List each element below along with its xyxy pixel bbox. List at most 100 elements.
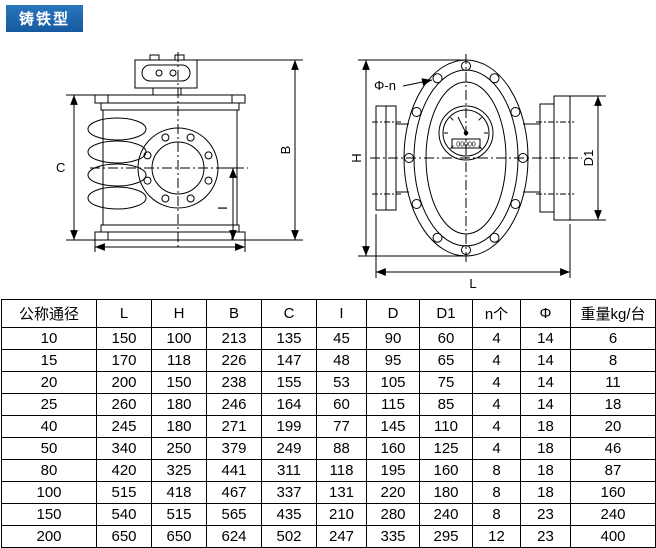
column-header: B	[206, 299, 262, 328]
column-header: 公称通径	[1, 299, 97, 328]
table-cell: 220	[366, 481, 420, 504]
dim-label-i: I	[215, 206, 230, 210]
table-cell: 337	[261, 481, 317, 504]
column-header: Φ	[520, 299, 571, 328]
table-cell: 115	[366, 393, 420, 416]
column-header: H	[151, 299, 207, 328]
table-cell: 180	[151, 393, 207, 416]
table-cell: 260	[96, 393, 152, 416]
table-cell: 240	[570, 503, 656, 526]
table-cell: 271	[206, 415, 262, 438]
table-cell: 150	[151, 371, 207, 394]
table-cell: 8	[472, 503, 521, 526]
table-cell: 48	[316, 349, 367, 372]
table-cell: 18	[520, 481, 571, 504]
table-cell: 95	[366, 349, 420, 372]
table-cell: 85	[419, 393, 473, 416]
table-cell: 10	[1, 327, 97, 350]
column-header: I	[316, 299, 367, 328]
table-cell: 125	[419, 437, 473, 460]
table-cell: 247	[316, 525, 367, 548]
table-cell: 88	[316, 437, 367, 460]
table-cell: 650	[151, 525, 207, 548]
table-cell: 4	[472, 393, 521, 416]
dim-label-l: L	[469, 276, 476, 291]
table-cell: 23	[520, 525, 571, 548]
table-cell: 280	[366, 503, 420, 526]
table-cell: 8	[472, 459, 521, 482]
table-cell: 100	[1, 481, 97, 504]
table-cell: 624	[206, 525, 262, 548]
table-cell: 100	[151, 327, 207, 350]
table-cell: 45	[316, 327, 367, 350]
table-cell: 25	[1, 393, 97, 416]
table-cell: 18	[520, 415, 571, 438]
front-view-drawing	[87, 54, 246, 241]
table-cell: 238	[206, 371, 262, 394]
side-view-centerlines	[370, 54, 582, 264]
table-cell: 8	[570, 349, 656, 372]
table-cell: 8	[472, 481, 521, 504]
table-cell: 467	[206, 481, 262, 504]
table-cell: 295	[419, 525, 473, 548]
table-cell: 250	[151, 437, 207, 460]
table-cell: 335	[366, 525, 420, 548]
table-cell: 105	[366, 371, 420, 394]
table-cell: 180	[151, 415, 207, 438]
table-cell: 441	[206, 459, 262, 482]
table-cell: 400	[570, 525, 656, 548]
table-cell: 213	[206, 327, 262, 350]
table-cell: 90	[366, 327, 420, 350]
dim-label-d1: D1	[581, 150, 596, 167]
technical-drawings: C I B H D1 L Φ-n 00000	[56, 52, 606, 291]
table-cell: 150	[96, 327, 152, 350]
table-cell: 246	[206, 393, 262, 416]
table-cell: 14	[520, 371, 571, 394]
table-cell: 4	[472, 327, 521, 350]
bolt-spec-label: Φ-n	[374, 78, 396, 93]
table-cell: 240	[419, 503, 473, 526]
table-cell: 420	[96, 459, 152, 482]
table-cell: 65	[419, 349, 473, 372]
table-cell: 118	[316, 459, 367, 482]
dim-label-h: H	[349, 153, 364, 162]
column-header: 重量kg/台	[570, 299, 656, 328]
table-cell: 160	[570, 481, 656, 504]
table-cell: 80	[1, 459, 97, 482]
table-cell: 53	[316, 371, 367, 394]
table-cell: 60	[316, 393, 367, 416]
table-cell: 46	[570, 437, 656, 460]
table-cell: 210	[316, 503, 367, 526]
table-cell: 4	[472, 437, 521, 460]
table-cell: 145	[366, 415, 420, 438]
table-cell: 160	[419, 459, 473, 482]
table-cell: 502	[261, 525, 317, 548]
dim-label-c: C	[56, 160, 65, 175]
table-cell: 14	[520, 327, 571, 350]
table-cell: 4	[472, 415, 521, 438]
column-header: n个	[472, 299, 521, 328]
table-cell: 23	[520, 503, 571, 526]
table-cell: 118	[151, 349, 207, 372]
table-cell: 15	[1, 349, 97, 372]
table-cell: 12	[472, 525, 521, 548]
table-cell: 6	[570, 327, 656, 350]
table-cell: 435	[261, 503, 317, 526]
table-cell: 40	[1, 415, 97, 438]
front-view-dimensions	[66, 59, 303, 252]
table-cell: 87	[570, 459, 656, 482]
table-cell: 200	[1, 525, 97, 548]
table-cell: 4	[472, 371, 521, 394]
table-cell: 20	[1, 371, 97, 394]
table-cell: 180	[419, 481, 473, 504]
